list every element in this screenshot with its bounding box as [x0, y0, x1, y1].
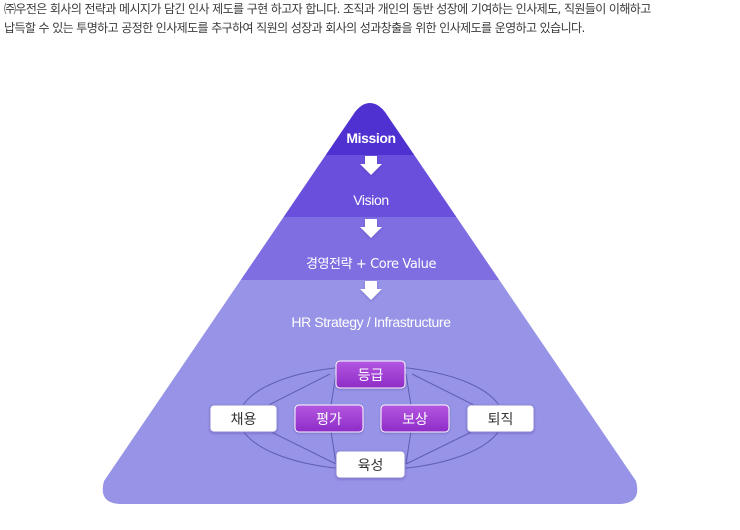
node-development-label: 육성	[358, 458, 384, 474]
node-grade-label: 등급	[358, 368, 384, 384]
node-grade[interactable]: 등급	[335, 360, 406, 389]
tier-mission-label: Mission	[346, 130, 395, 146]
node-compensation[interactable]: 보상	[380, 404, 450, 433]
down-arrow-icon	[360, 156, 382, 175]
tier-hr-label: HR Strategy / Infrastructure	[291, 314, 451, 330]
node-retirement-label: 퇴직	[488, 412, 514, 428]
intro-text: ㈜우전은 회사의 전략과 메시지가 담긴 인사 제도를 구현 하고자 합니다. …	[4, 0, 736, 38]
node-retirement[interactable]: 퇴직	[466, 404, 535, 433]
tier-vision-label: Vision	[353, 192, 388, 208]
node-compensation-label: 보상	[402, 412, 428, 428]
node-recruitment-label: 채용	[231, 412, 257, 428]
node-evaluation[interactable]: 평가	[294, 404, 364, 433]
tier-strategy-label: 경영전략 + Core Value	[306, 257, 437, 272]
intro-line-1: ㈜우전은 회사의 전략과 메시지가 담긴 인사 제도를 구현 하고자 합니다. …	[4, 2, 651, 16]
down-arrow-icon	[360, 219, 382, 238]
tier-mission-band	[102, 103, 638, 155]
node-evaluation-label: 평가	[316, 412, 342, 428]
node-recruitment[interactable]: 채용	[209, 404, 278, 433]
down-arrow-icon	[360, 281, 382, 300]
intro-line-2: 납득할 수 있는 투명하고 공정한 인사제도를 추구하여 직원의 성장과 회사의…	[4, 21, 585, 35]
node-development[interactable]: 육성	[335, 450, 406, 479]
